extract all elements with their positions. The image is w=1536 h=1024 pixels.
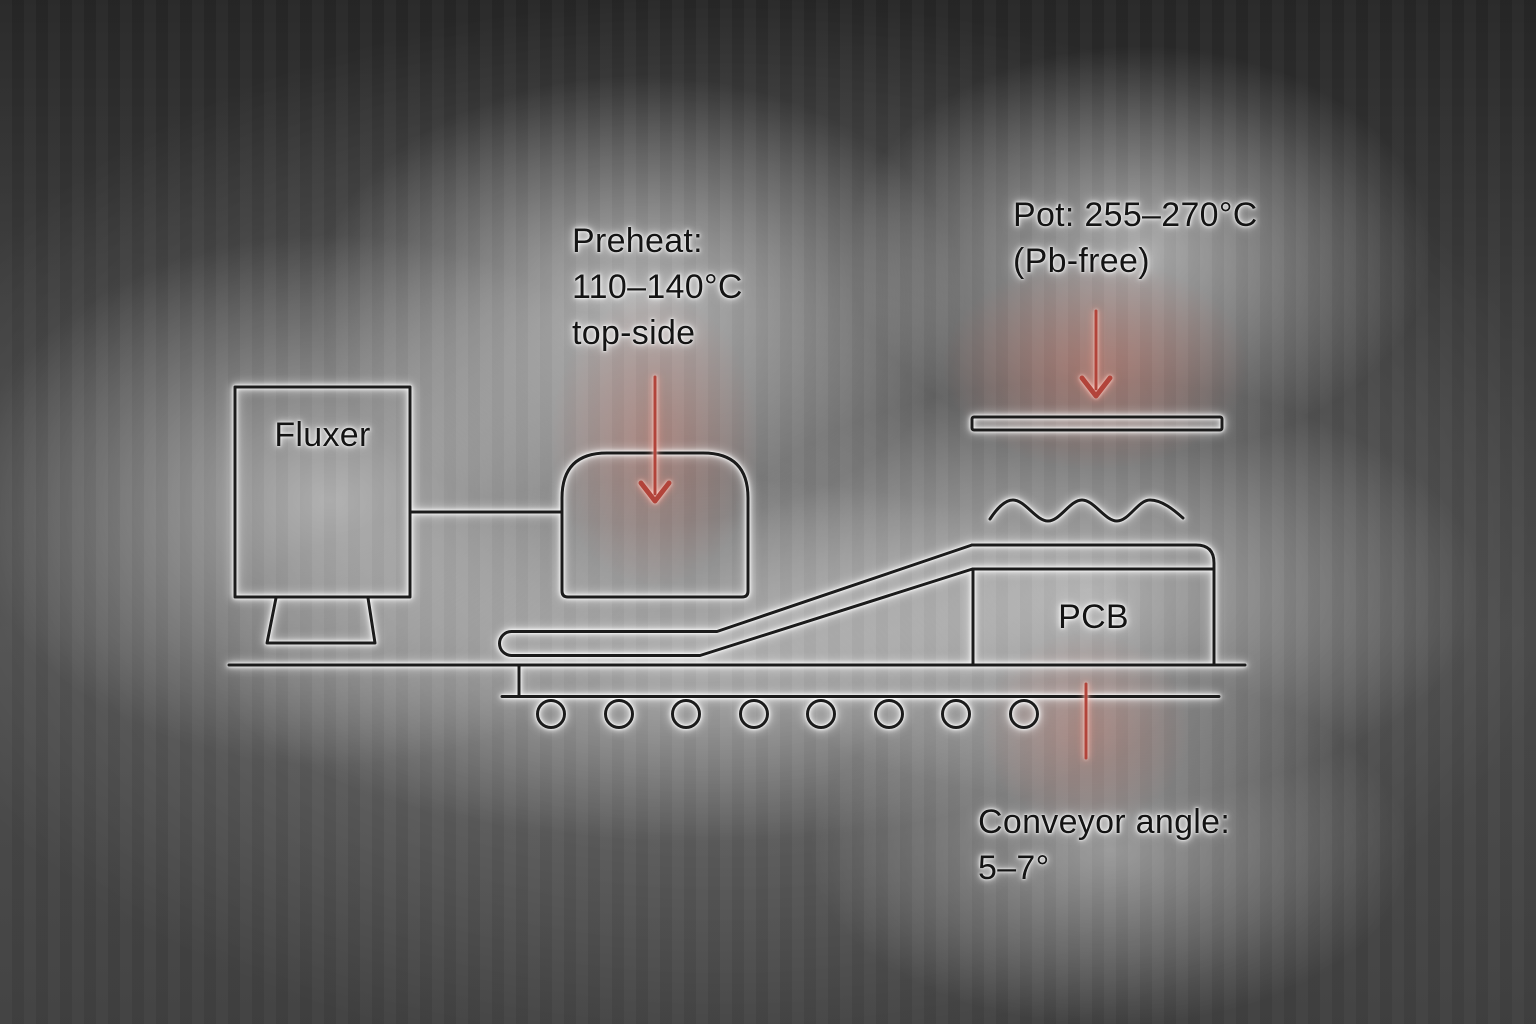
conveyor-angle-annotation: Conveyor angle: 5–7° — [978, 799, 1230, 891]
pot-annotation: Pot: 255–270°C (Pb-free) — [1013, 192, 1258, 284]
solder-pot-bar — [970, 415, 1224, 432]
roller — [1009, 699, 1039, 729]
conveyor-rollers — [536, 699, 1039, 729]
fluxer-box — [233, 385, 412, 599]
conveyor-angle-line2: 5–7° — [978, 849, 1050, 887]
roller — [739, 699, 769, 729]
preheat-annotation: Preheat: 110–140°C top-side — [572, 218, 743, 356]
pot-annotation-line1: Pot: 255–270°C — [1013, 196, 1258, 234]
schematic-lines — [227, 385, 1247, 729]
preheat-hood — [560, 451, 750, 599]
preheat-arrow-head-icon — [638, 480, 672, 504]
roller — [941, 699, 971, 729]
conveyor-belt — [498, 543, 974, 657]
preheat-annotation-line2: 110–140°C — [572, 268, 743, 306]
preheat-annotation-line3: top-side — [572, 314, 696, 352]
pcb-carrier-top-rail — [970, 543, 1216, 666]
solder-wave — [988, 498, 1185, 523]
pot-annotation-line2: (Pb-free) — [1013, 242, 1150, 280]
roller — [874, 699, 904, 729]
roller — [671, 699, 701, 729]
roller — [604, 699, 634, 729]
preheat-annotation-line1: Preheat: — [572, 222, 703, 260]
pcb-label: PCB — [1058, 598, 1129, 636]
fluxer-stand — [265, 596, 377, 645]
fluxer-label: Fluxer — [274, 416, 371, 454]
red-annotations — [638, 309, 1113, 760]
roller — [536, 699, 566, 729]
pot-arrow-head-icon — [1079, 375, 1113, 399]
conveyor-angle-line1: Conveyor angle: — [978, 803, 1231, 841]
roller — [806, 699, 836, 729]
